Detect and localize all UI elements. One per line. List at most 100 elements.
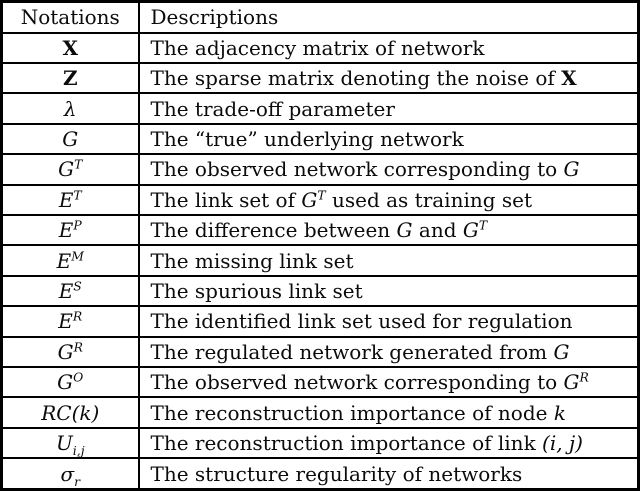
desc-text: The difference between <box>150 218 397 243</box>
desc-math: G <box>301 187 318 212</box>
notation-cell: GR <box>0 335 140 369</box>
notation-cell: EM <box>0 244 140 277</box>
notation-symbol: G <box>57 370 74 395</box>
description-cell: The reconstruction importance of link (i… <box>137 426 640 460</box>
table-row: λ The trade-off parameter <box>0 92 640 125</box>
description-cell: The identified link set used for regulat… <box>137 305 640 338</box>
notation-symbol: G <box>57 339 74 364</box>
description-cell: The “true” underlying network <box>137 122 640 156</box>
notation-cell: Ui,j <box>0 426 140 460</box>
table-row: G The “true” underlying network <box>0 122 640 156</box>
notation-cell: λ <box>0 92 140 125</box>
desc-text: The link set of <box>150 187 302 212</box>
description-cell: The observed network corresponding to GR <box>137 366 640 399</box>
desc-text: The observed network corresponding to <box>150 370 564 395</box>
notation-superscript: O <box>73 369 84 385</box>
notation-cell: σr <box>0 457 140 491</box>
desc-text: The sparse matrix denoting the noise of <box>150 66 562 91</box>
description-cell: The link set of GT used as training set <box>137 183 640 216</box>
desc-math: (i, j) <box>542 431 583 456</box>
desc-math: G <box>563 370 580 395</box>
desc-math: G <box>563 157 580 182</box>
notation-cell: G <box>0 122 140 156</box>
notation-symbol: X <box>62 35 79 60</box>
desc-math-superscript: T <box>478 217 488 233</box>
notation-symbol: E <box>58 279 74 303</box>
desc-text: The regulated network generated from <box>150 339 554 364</box>
description-cell: The spurious link set <box>137 274 640 308</box>
desc-text: The identified link set used for regulat… <box>150 309 573 334</box>
desc-text: The “true” underlying network <box>150 126 464 151</box>
desc-math: k <box>553 400 566 425</box>
notation-symbol: U <box>55 431 73 456</box>
description-cell: The regulated network generated from G <box>137 335 640 369</box>
notation-symbol: E <box>56 248 72 273</box>
description-cell: The structure regularity of networks <box>137 457 640 491</box>
description-cell: The adjacency matrix of network <box>137 31 640 64</box>
desc-math-superscript: T <box>317 187 326 203</box>
table-row: EM The missing link set <box>0 244 640 277</box>
notation-symbol: RC(k) <box>41 400 100 425</box>
notation-superscript: R <box>72 308 83 324</box>
notation-superscript: R <box>73 339 83 355</box>
table-row: X The adjacency matrix of network <box>0 31 640 64</box>
notation-symbol: G <box>62 126 79 151</box>
desc-math-bold: X <box>561 66 577 91</box>
table-row: RC(k) The reconstruction importance of n… <box>0 396 640 429</box>
description-cell: The sparse matrix denoting the noise of … <box>137 61 640 95</box>
description-cell: The missing link set <box>137 244 640 277</box>
notation-subscript: i,j <box>72 443 85 459</box>
desc-text: used as training set <box>325 187 533 212</box>
header-row: Notations Descriptions <box>0 0 640 34</box>
desc-math: G <box>462 218 479 243</box>
description-cell: The reconstruction importance of node k <box>137 396 640 429</box>
notation-cell: GO <box>0 366 140 399</box>
notation-cell: Z <box>0 61 140 95</box>
table-row: GT The observed network corresponding to… <box>0 153 640 186</box>
notation-cell: ET <box>0 183 140 216</box>
notation-superscript: M <box>71 247 84 263</box>
notation-symbol: Z <box>62 66 78 91</box>
notation-superscript: T <box>74 156 83 172</box>
desc-math-superscript: R <box>579 369 589 385</box>
notation-cell: GT <box>0 153 140 186</box>
description-cell: The trade-off parameter <box>137 92 640 125</box>
desc-text: The trade-off parameter <box>150 96 395 121</box>
desc-text: The spurious link set <box>150 279 363 303</box>
description-cell: The difference between G and GT <box>137 213 640 247</box>
table-row: Ui,j The reconstruction importance of li… <box>0 426 640 460</box>
desc-math: G <box>396 218 413 243</box>
notation-symbol: G <box>58 157 75 182</box>
table-row: Z The sparse matrix denoting the noise o… <box>0 61 640 95</box>
table-row: ES The spurious link set <box>0 274 640 308</box>
table-row: ET The link set of GT used as training s… <box>0 183 640 216</box>
desc-math: G <box>553 339 570 364</box>
notation-symbol: σ <box>60 461 75 486</box>
notation-cell: EP <box>0 213 140 247</box>
notation-superscript: P <box>73 217 82 233</box>
notation-superscript: S <box>73 278 82 294</box>
notation-cell: ES <box>0 274 140 308</box>
notation-symbol: E <box>58 187 74 212</box>
notation-symbol: E <box>58 309 73 334</box>
notation-symbol: E <box>58 218 74 243</box>
column-header-notations: Notations <box>0 0 140 34</box>
table-row: GO The observed network corresponding to… <box>0 366 640 399</box>
notation-cell: X <box>0 31 140 64</box>
notation-symbol: λ <box>63 96 77 121</box>
table-row: σr The structure regularity of networks <box>0 457 640 491</box>
desc-text: The missing link set <box>150 248 354 273</box>
table-row: EP The difference between G and GT <box>0 213 640 247</box>
notation-cell: ER <box>0 305 140 338</box>
desc-text: The reconstruction importance of node <box>150 400 554 425</box>
desc-text: The reconstruction importance of link <box>150 431 543 456</box>
notation-superscript: T <box>73 187 82 203</box>
table-row: ER The identified link set used for regu… <box>0 305 640 338</box>
desc-text: The observed network corresponding to <box>150 157 564 182</box>
desc-text: The adjacency matrix of network <box>150 35 485 60</box>
desc-text: and <box>412 218 463 243</box>
description-cell: The observed network corresponding to G <box>137 153 640 186</box>
table-row: GR The regulated network generated from … <box>0 335 640 369</box>
column-header-descriptions: Descriptions <box>137 0 640 34</box>
